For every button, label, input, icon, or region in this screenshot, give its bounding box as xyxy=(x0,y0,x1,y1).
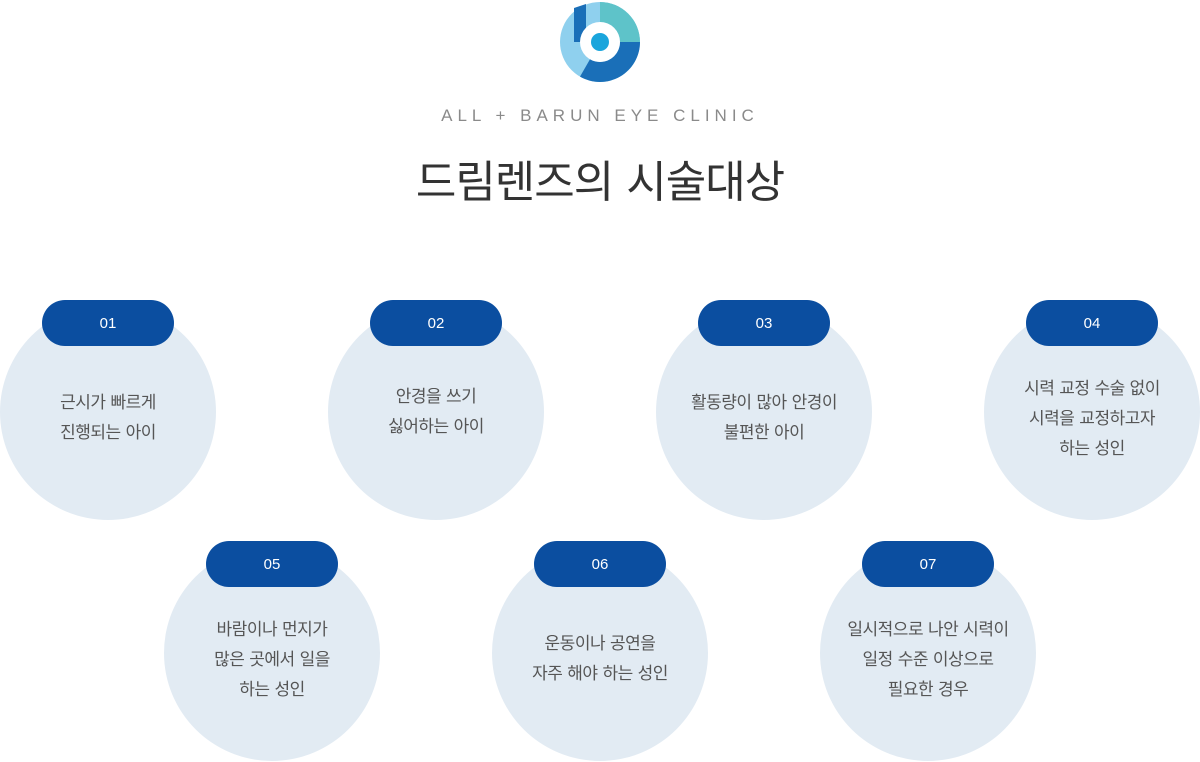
target-card-01: 01 근시가 빠르게 진행되는 아이 xyxy=(0,300,216,520)
description-line: 안경을 쓰기 xyxy=(395,387,477,407)
card-description: 시력 교정 수술 없이 시력을 교정하고자 하는 성인 xyxy=(984,374,1200,464)
description-line: 시력 교정 수술 없이 xyxy=(1024,379,1160,399)
number-badge: 02 xyxy=(370,300,502,346)
description-line: 일정 수준 이상으로 xyxy=(862,650,994,670)
card-description: 바람이나 먼지가 많은 곳에서 일을 하는 성인 xyxy=(164,615,380,705)
card-description: 근시가 빠르게 진행되는 아이 xyxy=(0,388,216,448)
target-card-02: 02 안경을 쓰기 싫어하는 아이 xyxy=(328,300,544,520)
card-description: 안경을 쓰기 싫어하는 아이 xyxy=(328,382,544,442)
page-title: 드림렌즈의 시술대상 xyxy=(415,157,785,208)
description-line: 하는 성인 xyxy=(239,680,305,700)
number-badge: 01 xyxy=(42,300,174,346)
target-card-04: 04 시력 교정 수술 없이 시력을 교정하고자 하는 성인 xyxy=(984,300,1200,520)
description-line: 많은 곳에서 일을 xyxy=(214,650,330,670)
description-line: 활동량이 많아 안경이 xyxy=(690,393,838,413)
number-badge: 03 xyxy=(698,300,830,346)
description-line: 자주 해야 하는 성인 xyxy=(532,664,668,684)
description-line: 필요한 경우 xyxy=(887,680,969,700)
target-card-07: 07 일시적으로 나안 시력이 일정 수준 이상으로 필요한 경우 xyxy=(820,541,1036,761)
description-line: 하는 성인 xyxy=(1059,439,1125,459)
description-line: 불편한 아이 xyxy=(723,423,805,443)
card-description: 활동량이 많아 안경이 불편한 아이 xyxy=(656,388,872,448)
target-card-03: 03 활동량이 많아 안경이 불편한 아이 xyxy=(656,300,872,520)
target-card-06: 06 운동이나 공연을 자주 해야 하는 성인 xyxy=(492,541,708,761)
clinic-logo-icon xyxy=(560,2,640,82)
description-line: 일시적으로 나안 시력이 xyxy=(847,620,1009,640)
card-description: 일시적으로 나안 시력이 일정 수준 이상으로 필요한 경우 xyxy=(820,615,1036,705)
number-badge: 06 xyxy=(534,541,666,587)
number-badge: 05 xyxy=(206,541,338,587)
number-badge: 04 xyxy=(1026,300,1158,346)
number-badge: 07 xyxy=(862,541,994,587)
description-line: 시력을 교정하고자 xyxy=(1028,409,1156,429)
description-line: 진행되는 아이 xyxy=(60,423,156,443)
target-card-05: 05 바람이나 먼지가 많은 곳에서 일을 하는 성인 xyxy=(164,541,380,761)
clinic-brand-name: ALL + BARUN EYE CLINIC xyxy=(441,106,759,125)
description-line: 바람이나 먼지가 xyxy=(216,620,328,640)
card-description: 운동이나 공연을 자주 해야 하는 성인 xyxy=(492,629,708,689)
description-line: 운동이나 공연을 xyxy=(544,634,656,654)
description-line: 싫어하는 아이 xyxy=(388,417,484,437)
description-line: 근시가 빠르게 xyxy=(60,393,156,413)
